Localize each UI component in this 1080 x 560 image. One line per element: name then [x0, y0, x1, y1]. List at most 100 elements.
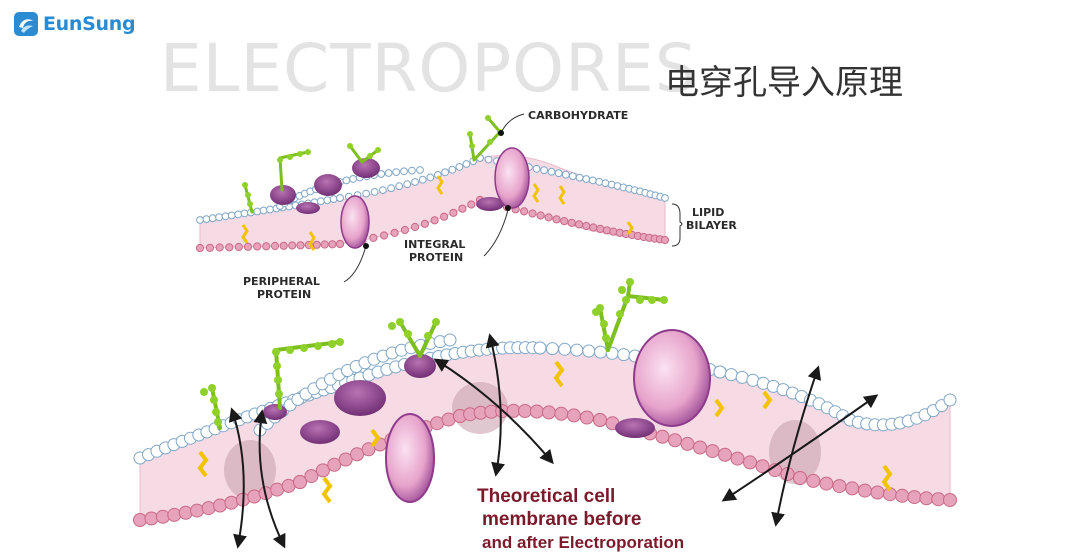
logo-text: EunSung: [43, 13, 136, 35]
lipid-head: [907, 490, 922, 505]
lipid-head: [395, 182, 404, 191]
lipid-head: [221, 212, 230, 221]
lipid-head: [544, 213, 553, 222]
lipid-head: [400, 225, 409, 235]
lipid-head: [536, 211, 545, 220]
lipid-head: [270, 482, 285, 497]
lipid-head: [253, 207, 262, 216]
lipid-head: [262, 242, 271, 251]
lipid-head: [430, 416, 445, 431]
lipid-head: [426, 173, 435, 182]
lipid-head: [167, 507, 182, 522]
lipid-head: [335, 239, 345, 249]
lipid-head: [560, 217, 569, 226]
page-title-english: ELECTROPORES: [160, 30, 698, 107]
lipid-head: [582, 344, 596, 358]
lipid-head: [201, 501, 216, 516]
lipid-head: [234, 242, 243, 252]
lipid-head: [408, 166, 416, 175]
top-integral-proteins: [340, 147, 530, 249]
lipid-head: [234, 210, 243, 219]
lipid-head: [455, 163, 464, 171]
lipid-head: [329, 195, 338, 204]
lipid-head: [362, 189, 371, 198]
lipid-head: [462, 160, 471, 168]
lipid-head: [566, 408, 581, 423]
lipid-head: [601, 179, 610, 188]
lipid-head: [819, 476, 834, 491]
lipid-head: [440, 212, 449, 221]
lipid-head: [895, 488, 910, 503]
lipid-head: [931, 492, 946, 507]
lipid-head: [588, 176, 597, 185]
lipid-head: [579, 410, 594, 425]
lipid-head: [541, 405, 556, 420]
lipid-head: [328, 240, 337, 249]
label-carbohydrate: CARBOHYDRATE: [528, 109, 628, 122]
lipid-head: [227, 211, 236, 220]
lipid-head: [724, 368, 738, 382]
lipid-head: [349, 175, 358, 183]
lipid-head: [178, 505, 193, 520]
lipid-head: [552, 215, 561, 224]
lipid-head: [253, 242, 262, 251]
lipid-head: [155, 509, 170, 524]
lipid-head: [730, 451, 745, 466]
lipid-head: [270, 241, 280, 251]
lipid-head: [845, 481, 860, 496]
lipid-head: [467, 200, 476, 209]
lipid-head: [208, 214, 217, 223]
lipid-head: [215, 243, 224, 252]
lipid-head: [370, 188, 379, 196]
lipid-head: [225, 243, 234, 252]
lipid-head: [327, 457, 342, 472]
lipid-head: [743, 455, 757, 470]
lipid-head: [420, 219, 429, 228]
label-bilayer: BILAYER: [686, 219, 737, 232]
lipid-head: [617, 348, 631, 362]
label-lipid: LIPID: [692, 206, 724, 219]
lipid-head: [202, 215, 211, 224]
lipid-head: [575, 220, 584, 229]
lipid-head: [593, 413, 607, 427]
top-carbohydrate-beads: [242, 115, 503, 207]
lipid-head: [133, 513, 147, 527]
lipid-head: [705, 444, 720, 459]
lipid-head: [213, 498, 227, 513]
lipid-head: [533, 341, 547, 355]
lipid-head: [554, 406, 569, 421]
lipid-head: [369, 233, 378, 242]
lipid-head: [680, 436, 695, 451]
lipid-head: [430, 216, 439, 225]
lipid-head: [196, 216, 204, 224]
lipid-head: [279, 241, 288, 250]
lipid-head: [400, 167, 408, 176]
lipid-head: [384, 169, 393, 177]
lipid-head: [441, 168, 450, 177]
lipid-head: [870, 485, 885, 500]
lipid-head: [215, 213, 224, 222]
lipid-head: [379, 186, 387, 195]
page-title-chinese: 电穿孔导入原理: [665, 63, 903, 103]
lipid-head: [532, 164, 541, 173]
lipid-head: [693, 440, 707, 455]
lipid-head: [582, 221, 591, 231]
lipid-head: [336, 194, 344, 202]
lipid-head: [484, 155, 493, 164]
lipid-head: [377, 170, 386, 178]
lipid-head: [259, 206, 268, 215]
caption-line-1: Theoretical cell: [477, 486, 615, 507]
top-membrane: CARBOHYDRATE LIPID BILAYER INTEGRAL PROT…: [195, 109, 737, 301]
lipid-head: [296, 241, 305, 250]
lipid-head: [266, 205, 274, 214]
lipid-head: [575, 173, 584, 182]
lipid-head: [547, 167, 556, 176]
lipid-head: [390, 228, 399, 237]
lipid-head: [195, 243, 205, 253]
caption-line-2: membrane before: [482, 509, 641, 530]
lipid-head: [713, 365, 727, 379]
lipid-head: [403, 180, 412, 189]
lipid-head: [529, 404, 544, 419]
label-peripheral-protein: PROTEIN: [257, 288, 311, 301]
